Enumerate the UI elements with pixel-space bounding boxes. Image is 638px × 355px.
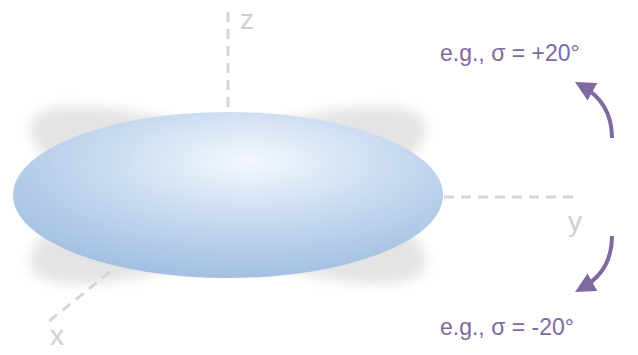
axis-label: x <box>50 322 64 350</box>
rotation-arrow <box>582 86 612 138</box>
x-axis <box>48 272 110 322</box>
rotation-arrow <box>582 236 612 288</box>
axis-label: y <box>568 208 582 236</box>
y-axis <box>444 196 578 199</box>
disk <box>13 112 443 278</box>
tilt-shadow <box>12 71 444 318</box>
angle-note: e.g., σ = -20° <box>440 316 574 339</box>
angle-note: e.g., σ = +20° <box>440 42 580 65</box>
axis-label: z <box>240 6 254 34</box>
z-axis <box>227 12 230 112</box>
